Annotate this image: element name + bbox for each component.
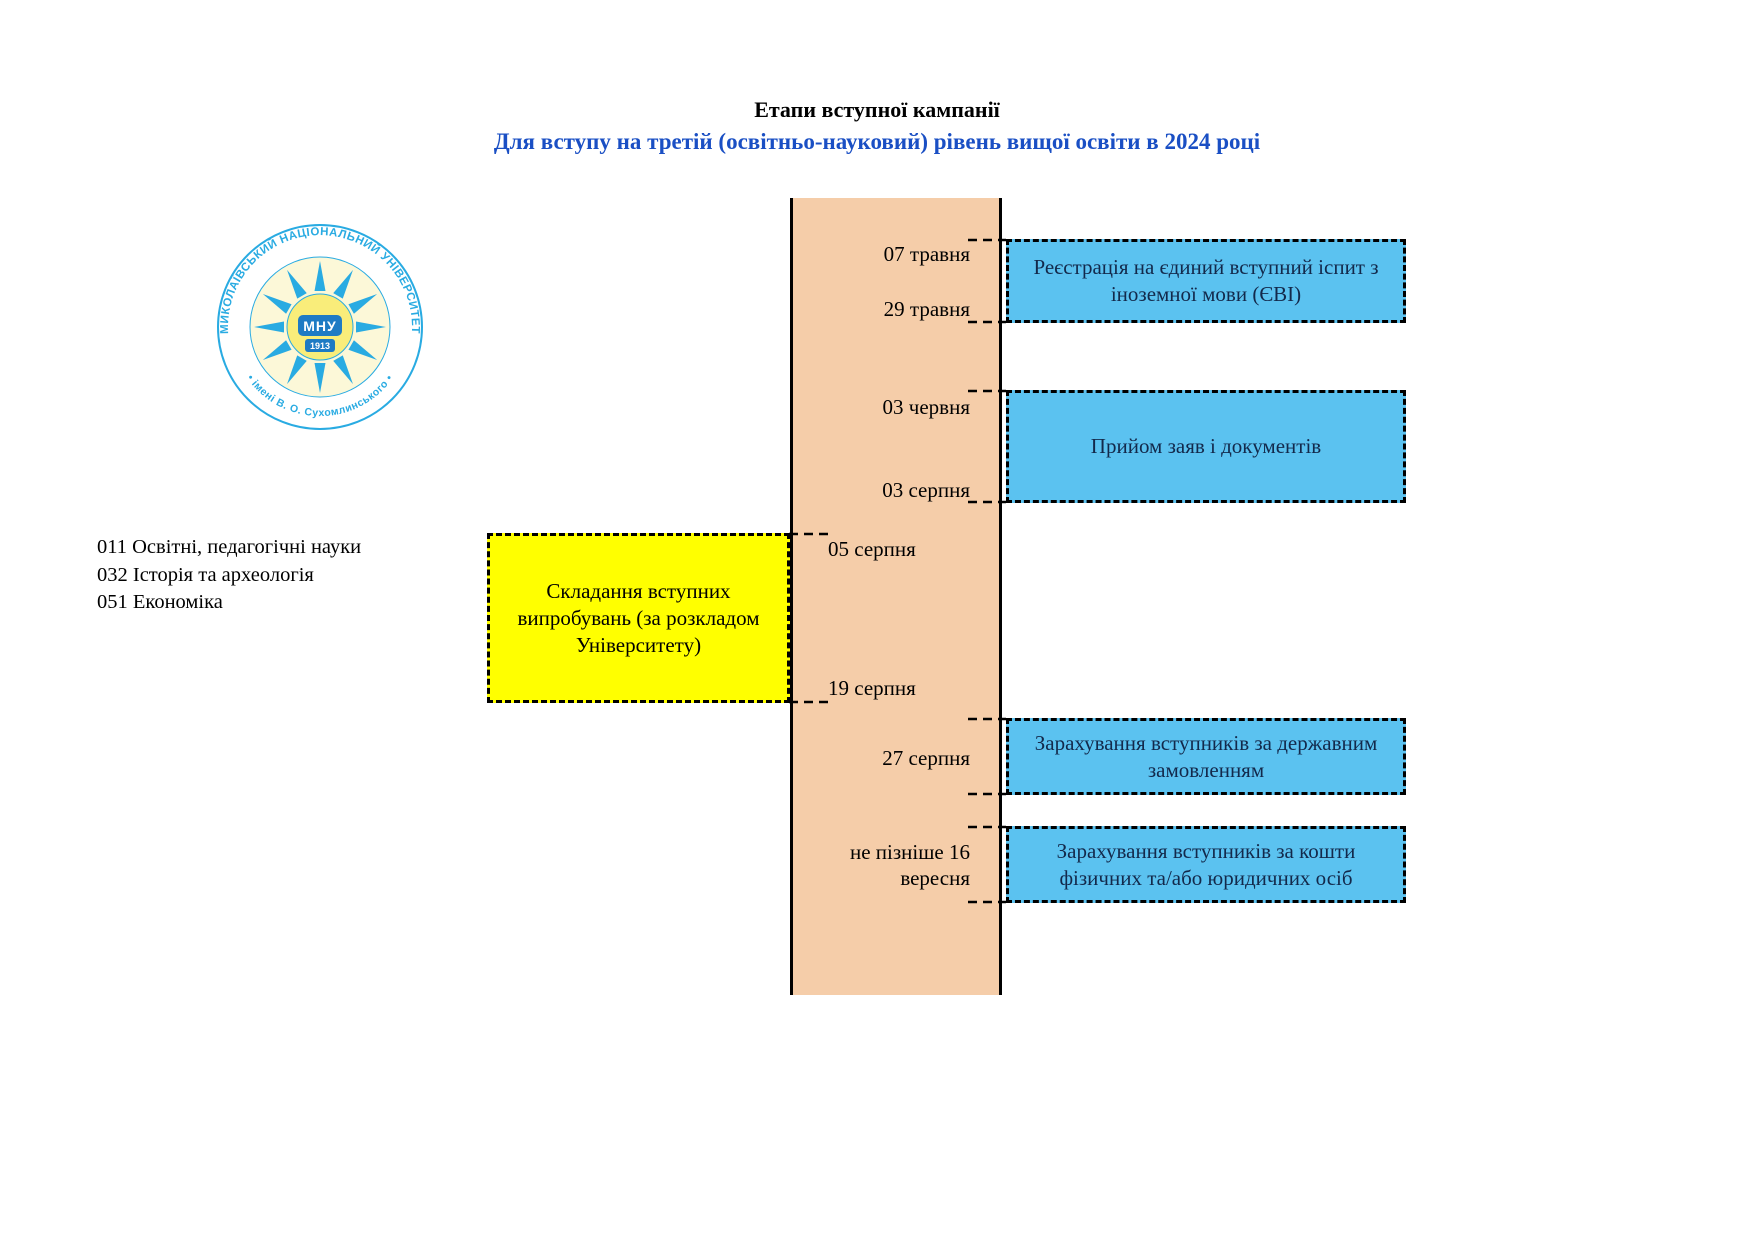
program-list: 011 Освітні, педагогічні науки 032 Істор… (97, 534, 361, 617)
date-27-aug: 27 серпня (882, 746, 970, 770)
timeline-bar (790, 198, 1002, 995)
event-evi-label: Реєстрація на єдиний вступний іспит з ін… (1033, 255, 1379, 306)
event-paid-enrollment-box: Зарахування вступників за кошти фізичних… (1006, 826, 1406, 903)
date-03-jun: 03 червня (882, 395, 970, 419)
logo-abbr: МНУ (303, 318, 336, 334)
logo-abbr-badge (298, 315, 342, 336)
event-documents-box: Прийом заяв і документів (1006, 390, 1406, 503)
date-05-aug: 05 серпня (828, 537, 916, 561)
date-29-may: 29 травня (883, 297, 970, 321)
event-state-enrollment-label: Зарахування вступників за державним замо… (1034, 730, 1378, 782)
date-19-aug: 19 серпня (828, 676, 916, 700)
program-item-011: 011 Освітні, педагогічні науки (97, 536, 362, 558)
logo-year: 1913 (310, 341, 330, 351)
date-03-aug: 03 серпня (882, 478, 970, 502)
event-state-enrollment-box: Зарахування вступників за державним замо… (1006, 718, 1406, 795)
program-item-051: 051 Економіка (97, 591, 223, 613)
event-exams-box: Складання вступних випробувань (за розкл… (487, 533, 790, 703)
event-paid-enrollment-label: Зарахування вступників за кошти фізичних… (1056, 838, 1356, 890)
date-07-may: 07 травня (883, 242, 970, 266)
event-documents-label: Прийом заяв і документів (1090, 434, 1322, 458)
program-item-032: 032 Історія та археологія (97, 563, 314, 586)
university-logo: МНУ 1913 МИКОЛАЇВСЬКИЙ НАЦІОНАЛЬНИЙ УНІВ… (217, 224, 423, 430)
page-title: Етапи вступної кампанії (754, 97, 1000, 122)
date-deadline-16-sep: не пізніше 16 вересня (850, 840, 970, 890)
event-evi-registration-box: Реєстрація на єдиний вступний іспит з ін… (1006, 239, 1406, 323)
page-subtitle: Для вступу на третій (освітньо-науковий)… (493, 129, 1261, 154)
logo-year-badge (305, 339, 335, 352)
event-exams-label: Складання вступних випробувань (за розкл… (517, 578, 760, 657)
logo-sun-rays-icon (254, 261, 386, 393)
